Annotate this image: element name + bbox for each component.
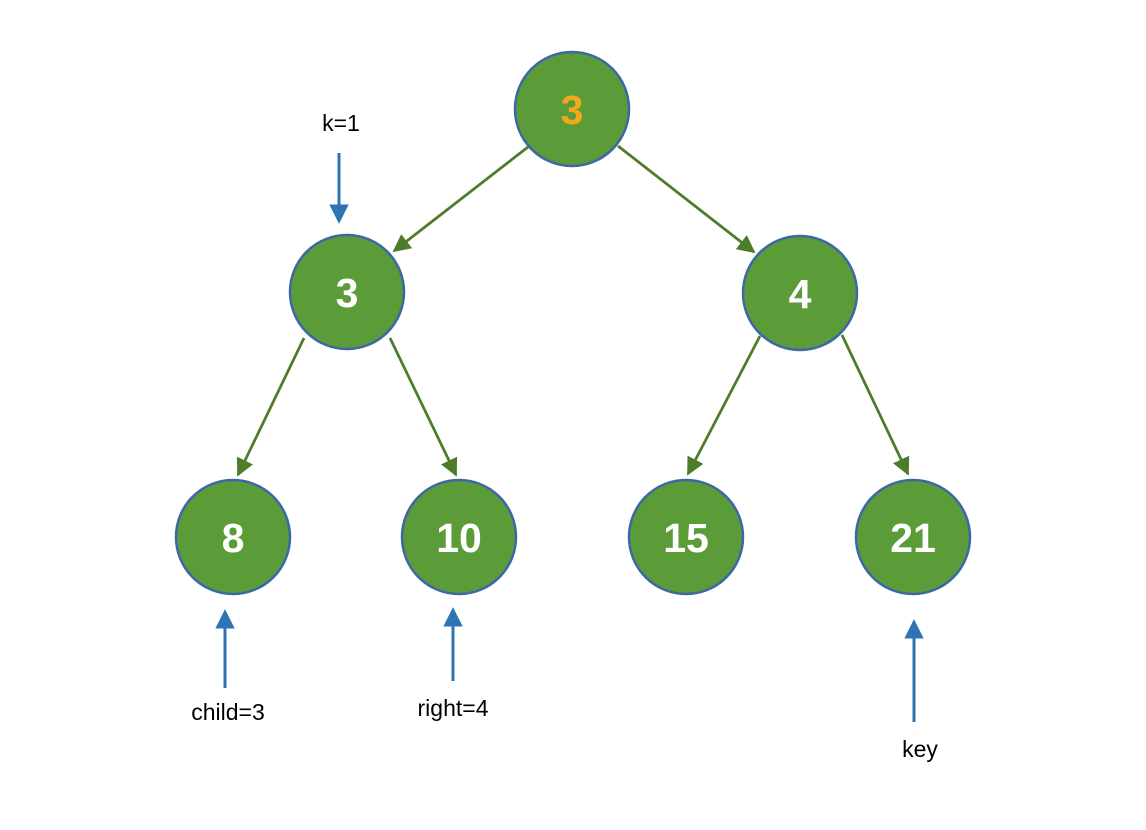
node-value: 3: [561, 87, 584, 133]
node-value: 4: [789, 271, 812, 317]
node-circle: [627, 478, 745, 596]
node-circle: [854, 478, 972, 596]
node-value: 3: [336, 270, 359, 316]
annotation-text: child=3: [191, 699, 265, 725]
node-circle: [288, 233, 406, 351]
tree-node-10: 10: [400, 478, 518, 596]
node-circle: [400, 478, 518, 596]
node-circle: [513, 50, 631, 168]
tree-node-left: 3: [288, 233, 406, 351]
annotation-key: key: [902, 619, 938, 762]
node-value: 15: [663, 515, 709, 561]
tree-node-8: 8: [174, 478, 292, 596]
annotation-text: k=1: [322, 110, 360, 136]
edge-left-to-8: [236, 337, 306, 477]
node-value: 8: [222, 515, 245, 561]
annotation-right: right=4: [418, 607, 489, 721]
annotation-k: k=1: [322, 110, 360, 224]
annotation-child: child=3: [191, 609, 265, 725]
tree-node-15: 15: [627, 478, 745, 596]
edge-right-to-21: [840, 334, 910, 476]
tree-node-right: 4: [741, 234, 859, 352]
node-value: 10: [436, 515, 482, 561]
node-circle: [174, 478, 292, 596]
node-value: 21: [890, 515, 936, 561]
node-circle: [741, 234, 859, 352]
edge-root-to-right: [617, 144, 756, 254]
annotation-text: right=4: [418, 695, 489, 721]
edge-right-to-15: [686, 335, 762, 476]
tree-node-root: 3: [513, 50, 631, 168]
edge-root-to-left: [392, 145, 529, 253]
edge-left-to-10: [388, 337, 458, 477]
annotation-text: key: [902, 736, 938, 762]
tree-node-21: 21: [854, 478, 972, 596]
